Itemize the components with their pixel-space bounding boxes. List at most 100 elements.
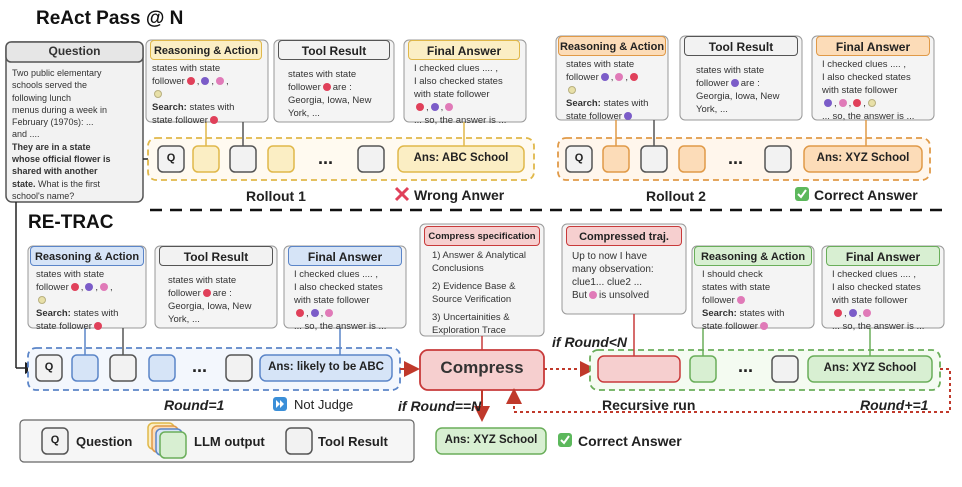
rose-icon (759, 322, 768, 331)
legend-box (19, 419, 415, 463)
r1-answer-node (397, 145, 525, 173)
loop-back-arrow (506, 368, 951, 413)
r2-tool-header: Tool Result (684, 36, 798, 56)
recursive-run-label: Recursive run (602, 397, 696, 413)
tulip-icon (70, 283, 79, 292)
r1-answer-text: Ans: ABC School (413, 152, 509, 164)
rt-tool-node-1 (109, 354, 137, 382)
iris-icon (600, 73, 609, 82)
rt-final-text: I checked clues .... , I also checked st… (294, 269, 387, 332)
r1-tool-node-1 (229, 145, 257, 173)
r2-llm-node-2 (678, 145, 706, 173)
r1-llm-node-1 (192, 145, 220, 173)
iris-icon (730, 79, 739, 88)
r1-reasoning-text: states with state follower,,, Search: st… (152, 63, 235, 126)
rec-final-header: Final Answer (826, 246, 940, 266)
tulip-icon (202, 289, 211, 298)
rose-icon (589, 291, 598, 300)
wrong-answer-label: Wrong Anwer (414, 187, 505, 203)
if-round-lt-label: if Round<N (552, 334, 628, 350)
iris-icon (85, 283, 94, 292)
tulip-icon (322, 83, 331, 92)
tulip-icon (853, 99, 862, 108)
daisy-icon (867, 99, 876, 108)
correct-check-icon-bottom (558, 433, 572, 447)
legend-tool-node (285, 427, 313, 455)
iris-icon (824, 99, 832, 108)
legend-q-label: Q (50, 434, 60, 446)
daisy-icon (38, 296, 46, 305)
r2-q-node (565, 145, 593, 173)
r2-dots: ... (728, 148, 744, 168)
tulip-icon (296, 309, 304, 318)
tulip-icon (93, 322, 102, 331)
rec-reasoning-text: I should check states with state followe… (702, 269, 785, 332)
r2-reasoning-header: Reasoning & Action (558, 36, 666, 56)
rose-icon (100, 283, 109, 292)
rt-q-node (35, 354, 63, 382)
iris-icon (848, 309, 857, 318)
rose-icon (445, 103, 454, 112)
daisy-icon (568, 86, 576, 95)
r1-llm-node-2 (267, 145, 295, 173)
tulip-icon (186, 77, 195, 86)
r2-llm-node-1 (602, 145, 630, 173)
legend-llm-stack-4 (159, 431, 187, 459)
fast-forward-icon (273, 397, 287, 411)
r2-final-text: I checked clues .... , I also checked st… (822, 59, 915, 122)
retrac-title: RE-TRAC (28, 212, 114, 233)
r1-reasoning-header: Reasoning & Action (150, 40, 262, 60)
tulip-icon (209, 116, 218, 125)
compressed-traj-header: Compressed traj. (566, 226, 682, 246)
compress-spec-header: Compress specification (424, 226, 540, 246)
rt-llm-node-2 (148, 354, 176, 382)
legend-llm: LLM output (194, 434, 265, 449)
rose-icon (615, 73, 624, 82)
rollout1-label: Rollout 1 (246, 188, 306, 204)
iris-icon (430, 103, 439, 112)
rt-q-label: Q (44, 361, 54, 373)
tulip-icon (630, 73, 639, 82)
r2-tool-node-1 (640, 145, 668, 173)
r1-final-text: I checked clues .... , I also checked st… (414, 63, 507, 126)
rt-tool-header: Tool Result (159, 246, 273, 266)
compressed-node (597, 355, 681, 383)
legend-tool: Tool Result (318, 434, 388, 449)
rt-reasoning-text: states with state follower,,, Search: st… (36, 269, 119, 332)
rt-answer-node (259, 354, 393, 382)
rt-tool-node-2 (225, 354, 253, 382)
tulip-icon (416, 103, 424, 112)
r2-answer-node (803, 145, 923, 173)
rt-final-header: Final Answer (288, 246, 402, 266)
r2-reasoning-text: states with state follower,, Search: sta… (566, 59, 649, 122)
rt-answer-text: Ans: likely to be ABC (268, 361, 384, 373)
rollout2-label: Rollout 2 (646, 188, 706, 204)
rose-icon (325, 309, 334, 318)
legend-question: Question (76, 434, 133, 449)
rt-llm-node-1 (71, 354, 99, 382)
rose-icon (838, 99, 847, 108)
legend-q-node (41, 427, 69, 455)
correct-answer-label-top: Correct Answer (814, 187, 918, 203)
compressed-traj-text: Up to now I have many observation: clue1… (572, 251, 654, 301)
wrong-x-icon (394, 186, 410, 202)
r2-q-label: Q (574, 152, 584, 164)
correct-answer-label-bottom: Correct Answer (578, 433, 682, 449)
rt-reasoning-header: Reasoning & Action (30, 246, 144, 266)
rec-reasoning-header: Reasoning & Action (694, 246, 812, 266)
rose-icon (736, 296, 745, 305)
rt-dots: ... (192, 356, 208, 376)
rose-icon (216, 77, 225, 86)
question-header-bg (5, 41, 144, 63)
r1-q-node (157, 145, 185, 173)
final-answer-node (435, 427, 547, 455)
round1-label: Round=1 (164, 397, 225, 413)
question-header: Question (48, 44, 101, 58)
not-judge-label: Not Judge (294, 397, 354, 412)
react-title: ReAct Pass @ N (36, 8, 184, 29)
rec-answer-text: Ans: XYZ School (823, 362, 917, 374)
final-answer-text: Ans: XYZ School (444, 434, 538, 446)
daisy-icon (154, 90, 162, 99)
